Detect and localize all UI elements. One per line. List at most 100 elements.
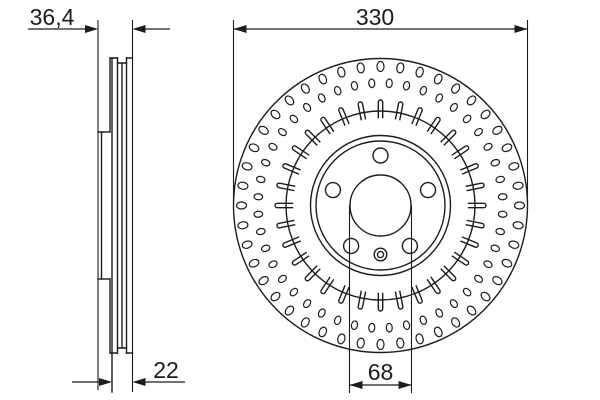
drill-hole bbox=[508, 240, 520, 249]
vent-slot bbox=[357, 290, 367, 310]
drill-hole bbox=[462, 114, 472, 124]
vent-slot bbox=[426, 116, 441, 135]
drill-hole bbox=[435, 308, 444, 318]
drill-hole bbox=[451, 83, 461, 94]
vent-slot bbox=[282, 163, 301, 175]
drill-hole bbox=[466, 95, 477, 106]
drill-hole bbox=[277, 274, 287, 284]
drill-hole bbox=[376, 338, 385, 351]
vent-slot bbox=[451, 251, 470, 266]
dim-center-bore: 68 bbox=[348, 205, 413, 393]
vent-slot bbox=[274, 202, 294, 209]
drill-hole bbox=[449, 299, 459, 309]
vent-slot bbox=[338, 107, 350, 126]
drill-hole bbox=[270, 291, 281, 302]
vent-slot bbox=[291, 145, 310, 160]
vent-slot bbox=[276, 219, 296, 229]
drill-hole bbox=[483, 260, 493, 269]
vent-slot bbox=[411, 107, 423, 126]
arrowhead-right-icon bbox=[514, 25, 528, 33]
drill-hole bbox=[300, 83, 310, 94]
wheel-bolt-hole bbox=[324, 181, 342, 199]
hub-face-circle bbox=[315, 140, 446, 271]
drill-hole bbox=[350, 80, 359, 91]
arrowhead-left-icon bbox=[233, 25, 247, 33]
arrowhead-left-icon bbox=[349, 381, 363, 389]
drill-hole bbox=[258, 125, 269, 135]
drill-hole bbox=[466, 305, 477, 316]
vent-slot bbox=[440, 265, 457, 282]
vent-notch-bottom bbox=[116, 347, 128, 354]
drill-hole bbox=[241, 240, 253, 249]
vent-slot bbox=[460, 163, 479, 175]
set-screw-inner bbox=[376, 250, 385, 259]
drill-hole bbox=[490, 158, 501, 167]
vent-slot bbox=[282, 236, 301, 248]
drill-hole bbox=[512, 181, 524, 190]
drill-hole bbox=[433, 73, 443, 85]
drill-hole bbox=[289, 287, 299, 297]
drill-hole bbox=[356, 62, 365, 74]
drill-hole bbox=[513, 201, 526, 210]
arrowhead-right-icon bbox=[398, 381, 412, 389]
drill-hole bbox=[302, 102, 312, 112]
dim-outer-diameter: 330 bbox=[232, 4, 529, 202]
drill-hole bbox=[512, 221, 524, 230]
vent-slot bbox=[467, 202, 487, 209]
drill-hole bbox=[253, 193, 264, 201]
drill-hole bbox=[451, 317, 461, 328]
drill-hole bbox=[385, 78, 393, 89]
drill-hole bbox=[248, 258, 260, 268]
drill-hole bbox=[241, 162, 253, 171]
drill-hole bbox=[317, 308, 326, 318]
drill-hole bbox=[248, 143, 260, 153]
vent-slot bbox=[440, 129, 457, 146]
drill-hole bbox=[268, 142, 278, 151]
drill-hole bbox=[480, 291, 491, 302]
drill-hole bbox=[289, 114, 299, 124]
wheel-bolt-hole bbox=[401, 237, 419, 255]
drill-hole bbox=[270, 109, 281, 120]
drill-hole bbox=[333, 315, 342, 326]
vent-slot bbox=[451, 145, 470, 160]
dim-label-disc-thickness: 22 bbox=[153, 357, 179, 383]
arrowhead-right-icon bbox=[99, 378, 112, 386]
vent-slot bbox=[377, 99, 384, 119]
drill-hole bbox=[396, 62, 405, 74]
vent-slot bbox=[304, 265, 321, 282]
vent-slot bbox=[357, 101, 367, 121]
vent-notch-top bbox=[116, 57, 128, 64]
drill-hole bbox=[462, 287, 472, 297]
drill-hole bbox=[284, 95, 295, 106]
drill-hole bbox=[368, 78, 376, 89]
arrowhead-right-icon bbox=[85, 25, 98, 33]
friction-inner-edge-circle bbox=[285, 110, 476, 301]
section-view: 36,4 22 bbox=[28, 4, 185, 393]
drill-hole bbox=[300, 317, 310, 328]
vent-slot bbox=[291, 251, 310, 266]
dim-label-center-bore: 68 bbox=[368, 359, 394, 385]
disc-outer-circle bbox=[232, 57, 529, 354]
vent-slot bbox=[304, 129, 321, 146]
drill-hole bbox=[415, 66, 424, 78]
drill-hole bbox=[435, 93, 444, 103]
vent-slot bbox=[338, 285, 350, 304]
drill-hole bbox=[402, 320, 411, 331]
wheel-bolt-hole bbox=[372, 147, 389, 164]
drill-hole bbox=[237, 221, 249, 230]
dim-disc-thickness: 22 bbox=[72, 357, 185, 386]
vent-slot bbox=[465, 182, 485, 192]
drill-hole bbox=[318, 73, 328, 85]
drill-hole bbox=[490, 244, 501, 253]
drill-hole bbox=[501, 143, 513, 153]
vent-slot bbox=[276, 182, 296, 192]
drill-hole bbox=[492, 125, 503, 135]
vent-slot bbox=[411, 285, 423, 304]
drill-hole bbox=[474, 127, 484, 137]
drill-hole bbox=[337, 333, 346, 345]
drill-hole bbox=[333, 85, 342, 96]
vent-slot bbox=[426, 276, 441, 295]
drill-hole bbox=[480, 109, 491, 120]
